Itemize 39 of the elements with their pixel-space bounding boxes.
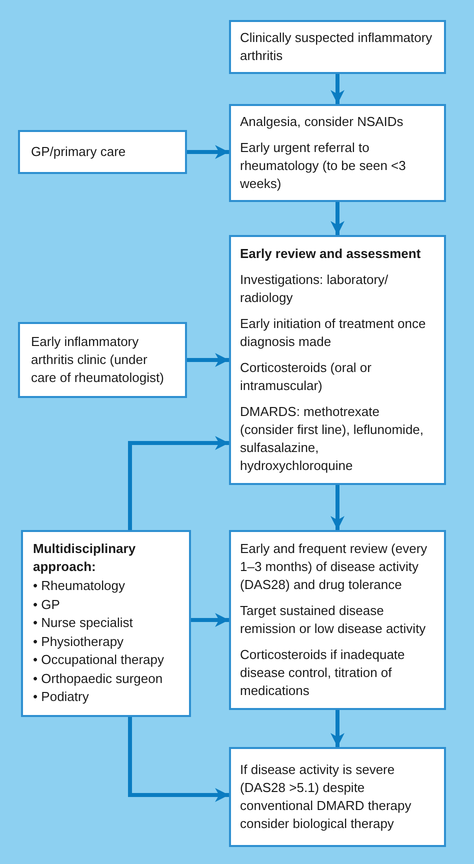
arrow (330, 74, 344, 104)
arrow (330, 485, 344, 530)
list-item: • Physiotherapy (33, 632, 125, 651)
box-text: DMARDS: methotrexate (consider first line), leflunomide, sulfasalazine, hydroxychloroquine (240, 403, 425, 475)
list-item: • GP (33, 596, 61, 614)
box-text: Analgesia, consider NSAIDs (240, 113, 404, 131)
process-box (229, 747, 446, 847)
box-heading: Early review and assessment (240, 245, 422, 263)
box-text: Corticosteroids if inadequate disease control, titration of medications (240, 646, 406, 700)
arrow (330, 710, 344, 747)
box-text: Early urgent referral to rheumatology (to be seen <3 weeks) (240, 139, 407, 193)
arrow (128, 436, 229, 530)
list-item: • Rheumatology (33, 577, 126, 595)
arrow (187, 145, 229, 159)
box-text: GP/primary care (31, 143, 127, 161)
box-text: Early inflammatory arthritis clinic (under care of rheumatologist) (31, 333, 165, 387)
process-box (229, 104, 446, 202)
box-heading: Multidisciplinary approach: (33, 540, 137, 576)
arrow (330, 202, 344, 235)
box-text: Clinically suspected inflammatory arthritis (240, 29, 434, 65)
box-text: Early and frequent review (every 1–3 months) of disease activity (DAS28) and drug tolerance (240, 540, 428, 594)
list-item: • Podiatry (33, 688, 90, 706)
box-text: Target sustained disease remission or low disease activity (240, 602, 427, 638)
box-text: If disease activity is severe (DAS28 >5.1) despite conventional DMARD therapy consider biological therapy (240, 761, 412, 833)
list-item: • Orthopaedic surgeon (33, 670, 164, 688)
process-box (229, 235, 446, 485)
process-box (229, 20, 446, 74)
box-text: Early initiation of treatment once diagnosis made (240, 315, 427, 351)
arrow (128, 717, 229, 802)
process-box (229, 530, 446, 710)
process-box (21, 530, 191, 716)
list-item: • Occupational therapy (33, 651, 166, 669)
box-text: Investigations: laboratory/ radiology (240, 271, 390, 307)
process-box (18, 322, 187, 398)
list-item: • Nurse specialist (33, 614, 134, 632)
arrow (191, 613, 229, 627)
process-box (18, 130, 187, 174)
arrow (187, 353, 229, 367)
box-text: Corticosteroids (oral or intramuscular) (240, 359, 372, 395)
